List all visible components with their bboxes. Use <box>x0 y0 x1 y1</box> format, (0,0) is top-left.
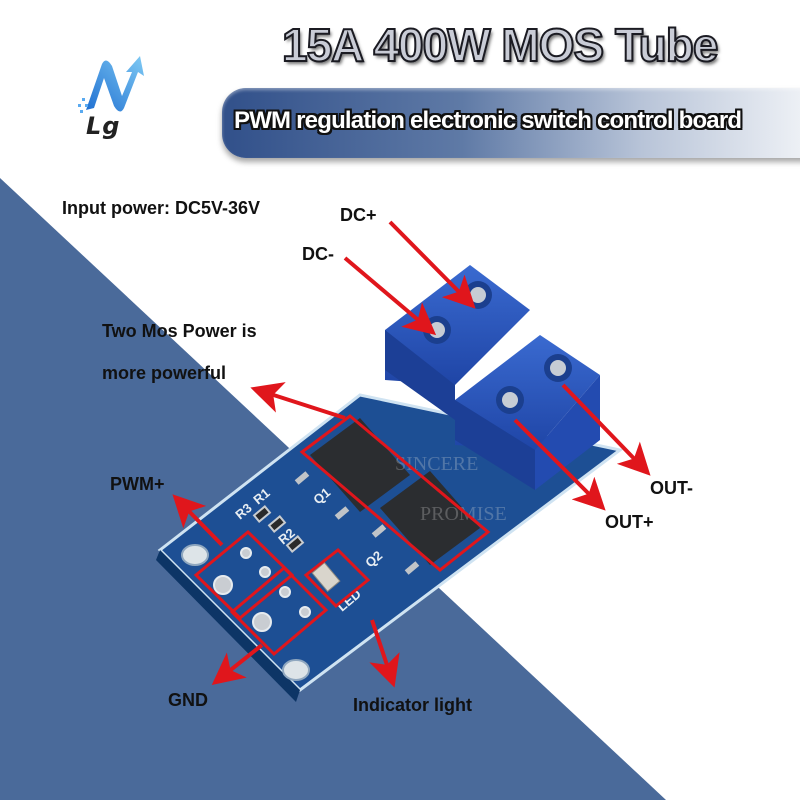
mos-label-line2: more powerful <box>102 363 227 383</box>
dc-plus-arrow <box>388 220 476 309</box>
pwm-plus-label: PWM+ <box>110 474 165 494</box>
gnd-label: GND <box>168 690 208 710</box>
dc-minus-arrow <box>343 256 437 336</box>
terminal-block-out <box>455 335 600 490</box>
gnd-highlight-box <box>229 565 329 657</box>
n-arrow-logo-icon <box>78 56 144 113</box>
input-power-label: Input power: DC5V-36V <box>62 198 261 218</box>
subtitle-banner <box>222 88 800 158</box>
mos-label-line1: Two Mos Power is <box>102 321 257 341</box>
indicator-light-label: Indicator light <box>353 695 472 715</box>
watermark-line2: PROMISE <box>420 503 507 525</box>
dc-minus-label: DC- <box>302 244 334 264</box>
out-minus-label: OUT- <box>650 478 693 498</box>
indicator-arrow <box>369 619 400 688</box>
brand-logo-text: Lg <box>86 112 121 140</box>
out-plus-label: OUT+ <box>605 512 654 532</box>
gnd-arrow <box>211 643 264 685</box>
product-subtitle: PWM regulation electronic switch control… <box>234 107 742 134</box>
mosfets <box>294 418 480 575</box>
mosfet-highlight-box <box>299 414 491 572</box>
product-title: 15A 400W MOS Tube <box>281 18 719 72</box>
pwm-arrow <box>172 494 224 547</box>
led-highlight-box <box>303 548 371 609</box>
mos-arrow <box>250 382 346 420</box>
dc-plus-label: DC+ <box>340 205 377 225</box>
out-minus-arrow <box>561 383 651 476</box>
out-plus-arrow <box>513 418 606 511</box>
